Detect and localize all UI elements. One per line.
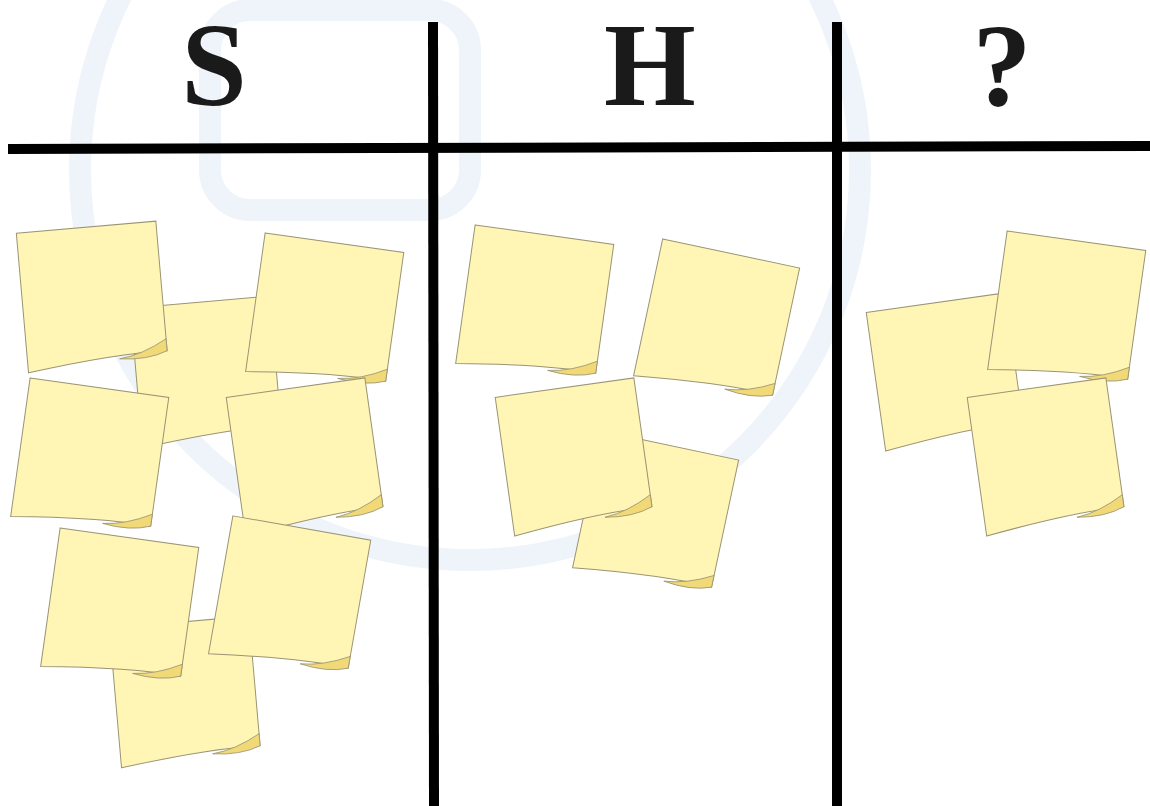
sticky-note bbox=[988, 231, 1146, 389]
header-rule bbox=[8, 146, 1150, 149]
sticky-note bbox=[11, 378, 169, 536]
sticky-note bbox=[456, 225, 614, 383]
sticky-note bbox=[967, 378, 1125, 536]
sticky-note bbox=[634, 239, 800, 405]
sticky-note bbox=[246, 233, 404, 391]
sticky-note bbox=[495, 378, 653, 536]
watermark-ring bbox=[80, 0, 860, 560]
column-heading: H bbox=[604, 7, 696, 125]
column-divider bbox=[832, 22, 842, 806]
column-divider bbox=[433, 22, 434, 806]
sticky-note bbox=[209, 516, 371, 678]
sticky-note bbox=[41, 528, 199, 686]
column-heading: ? bbox=[973, 7, 1032, 125]
sticky-note bbox=[16, 221, 168, 373]
column-heading: S bbox=[181, 7, 247, 125]
sticky-note bbox=[226, 378, 384, 536]
